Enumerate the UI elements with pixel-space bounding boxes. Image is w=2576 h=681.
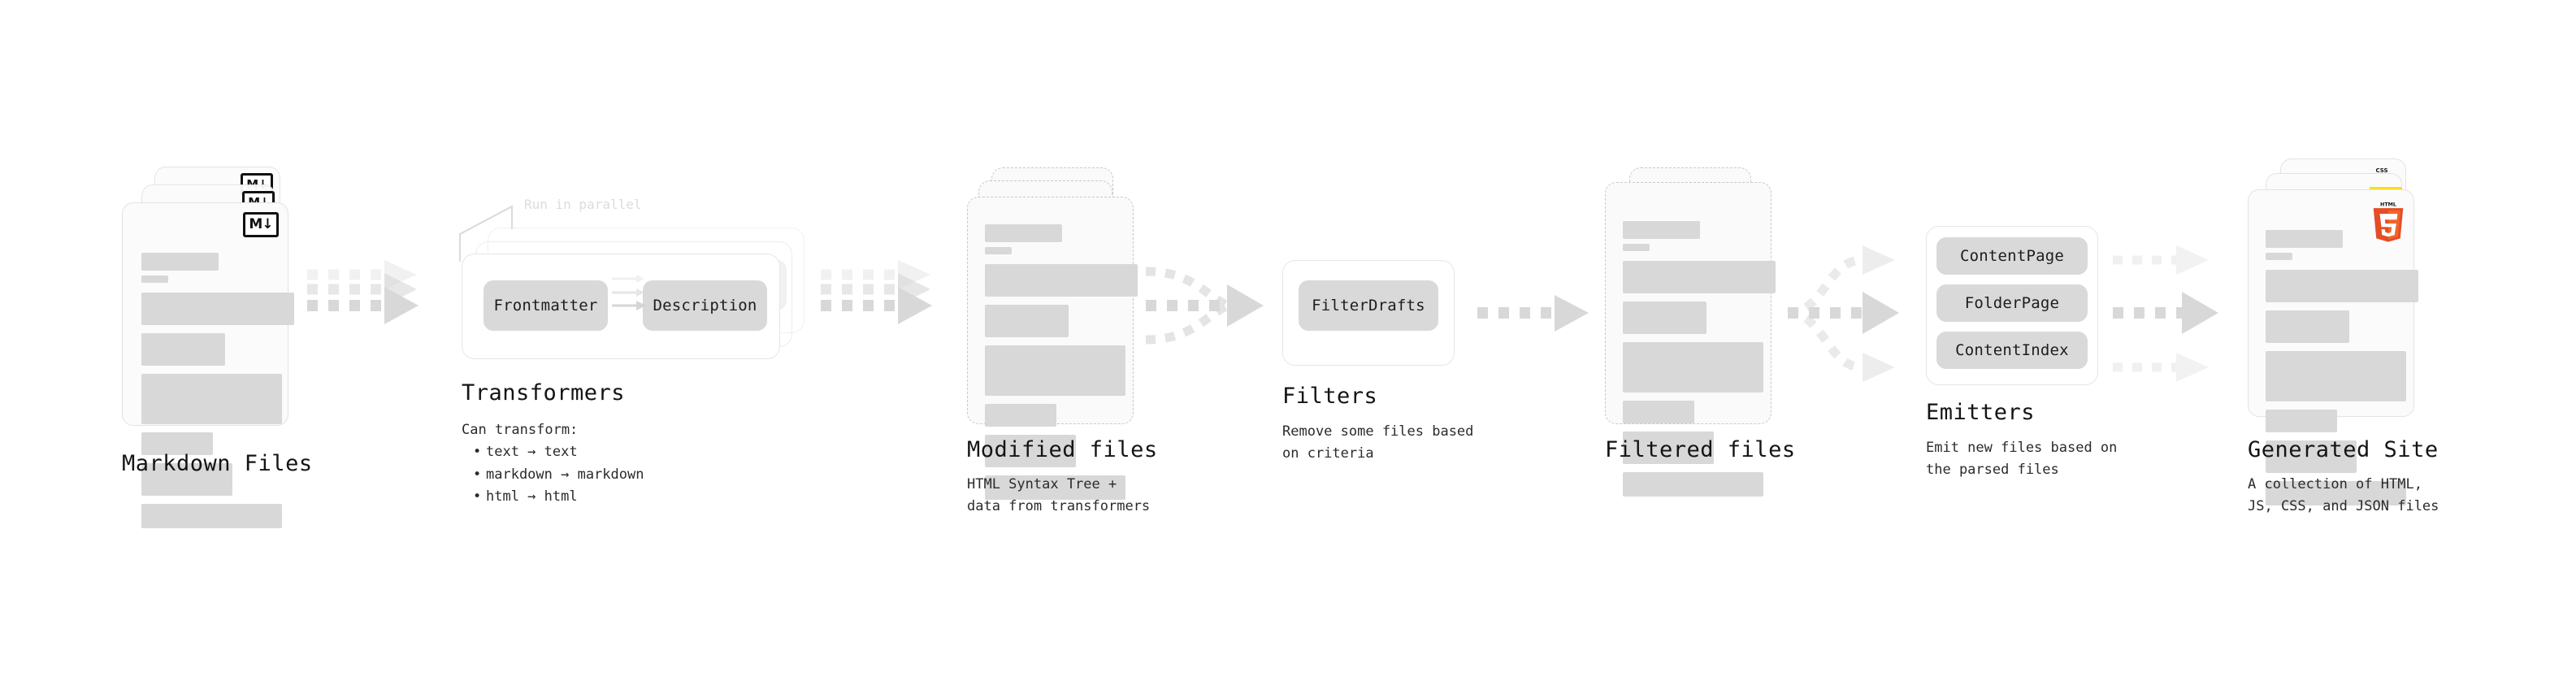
placeholder-line — [985, 345, 1125, 396]
transform-list-item: html → html — [473, 486, 644, 509]
placeholder-line — [141, 432, 213, 455]
transformers-title: Transformers — [462, 380, 626, 406]
placeholder-line — [985, 475, 1125, 500]
emitters-subtitle: Emit new files based on the parsed files — [1926, 440, 2118, 479]
generated-site-subtitle: A collection of HTML, JS, CSS, and JSON … — [2248, 476, 2439, 515]
modified-files-subtitle: HTML Syntax Tree + data from transformer… — [967, 476, 1151, 515]
placeholder-line — [2266, 270, 2418, 302]
placeholder-line — [141, 275, 168, 283]
placeholder-line — [2266, 253, 2292, 260]
placeholder-line — [141, 463, 232, 496]
markdown-badge-icon: M↓ — [243, 212, 279, 237]
placeholder-line — [141, 253, 219, 271]
filters-title: Filters — [1282, 384, 1378, 409]
transformer-chip-description[interactable]: Description — [643, 280, 767, 331]
placeholder-line — [985, 264, 1138, 297]
placeholder-line — [1623, 301, 1706, 334]
transformer-chip-frontmatter[interactable]: Frontmatter — [484, 280, 608, 331]
placeholder-line — [985, 435, 1076, 467]
placeholder-line — [2266, 230, 2343, 248]
transformers-subtitle: Can transform: — [462, 422, 579, 438]
generated-site-stack: CSS HTML — [2248, 158, 2435, 505]
placeholder-line — [141, 374, 282, 424]
transformers-capability-list: text → textmarkdown → markdownhtml → htm… — [470, 441, 644, 509]
modified-files-stack — [967, 167, 1146, 500]
html5-badge-icon: HTML — [2373, 202, 2404, 242]
filtered-files-title: Filtered files — [1605, 437, 1796, 462]
arrow-filtered-to-emitters — [1787, 245, 1899, 382]
markdown-card-placeholder-lines — [141, 253, 294, 536]
arrow-transformers-to-modified — [821, 260, 932, 324]
placeholder-line — [141, 333, 225, 366]
filtered-files-stack — [1605, 167, 1784, 497]
generated-site-title: Generated Site — [2248, 437, 2439, 462]
placeholder-line — [2266, 351, 2406, 401]
markdown-files-stack: M↓ M↓ M↓ — [122, 167, 301, 528]
placeholder-line — [985, 404, 1056, 427]
placeholder-line — [2266, 481, 2406, 505]
placeholder-line — [1623, 432, 1714, 464]
placeholder-line — [985, 305, 1069, 337]
placeholder-line — [1623, 342, 1763, 393]
emitter-chip-contentpage[interactable]: ContentPage — [1936, 237, 2088, 275]
placeholder-line — [2266, 410, 2337, 432]
placeholder-line — [1623, 472, 1763, 497]
transform-list-item: markdown → markdown — [473, 464, 644, 487]
placeholder-line — [141, 293, 294, 325]
placeholder-line — [985, 247, 1012, 254]
emitters-title: Emitters — [1926, 400, 2036, 425]
placeholder-line — [985, 224, 1062, 242]
modified-files-title: Modified files — [967, 437, 1158, 462]
css3-badge-label: CSS — [2375, 167, 2388, 174]
placeholder-line — [141, 504, 282, 528]
emitter-chip-folderpage[interactable]: FolderPage — [1936, 284, 2088, 322]
arrow-filters-to-filtered — [1477, 295, 1589, 332]
filters-subtitle: Remove some files based on criteria — [1282, 423, 1474, 462]
filtered-card-placeholder-lines — [1623, 221, 1776, 505]
placeholder-line — [1623, 401, 1694, 423]
placeholder-line — [1623, 244, 1650, 251]
generated-card-placeholder-lines — [2266, 230, 2418, 514]
arrow-markdown-to-transformers — [307, 260, 418, 324]
transform-list-item: text → text — [473, 441, 644, 464]
filter-chip-filterdrafts[interactable]: FilterDrafts — [1299, 280, 1438, 331]
arrow-modified-to-filters — [1145, 267, 1264, 345]
markdown-files-title: Markdown Files — [122, 451, 313, 476]
placeholder-line — [2266, 440, 2357, 473]
placeholder-line — [1623, 261, 1776, 293]
placeholder-line — [1623, 221, 1700, 239]
run-in-parallel-label: Run in parallel — [524, 197, 642, 212]
emitter-chip-contentindex[interactable]: ContentIndex — [1936, 332, 2088, 369]
modified-card-placeholder-lines — [985, 224, 1138, 508]
placeholder-line — [2266, 310, 2349, 343]
svg-text:HTML: HTML — [2380, 202, 2396, 207]
